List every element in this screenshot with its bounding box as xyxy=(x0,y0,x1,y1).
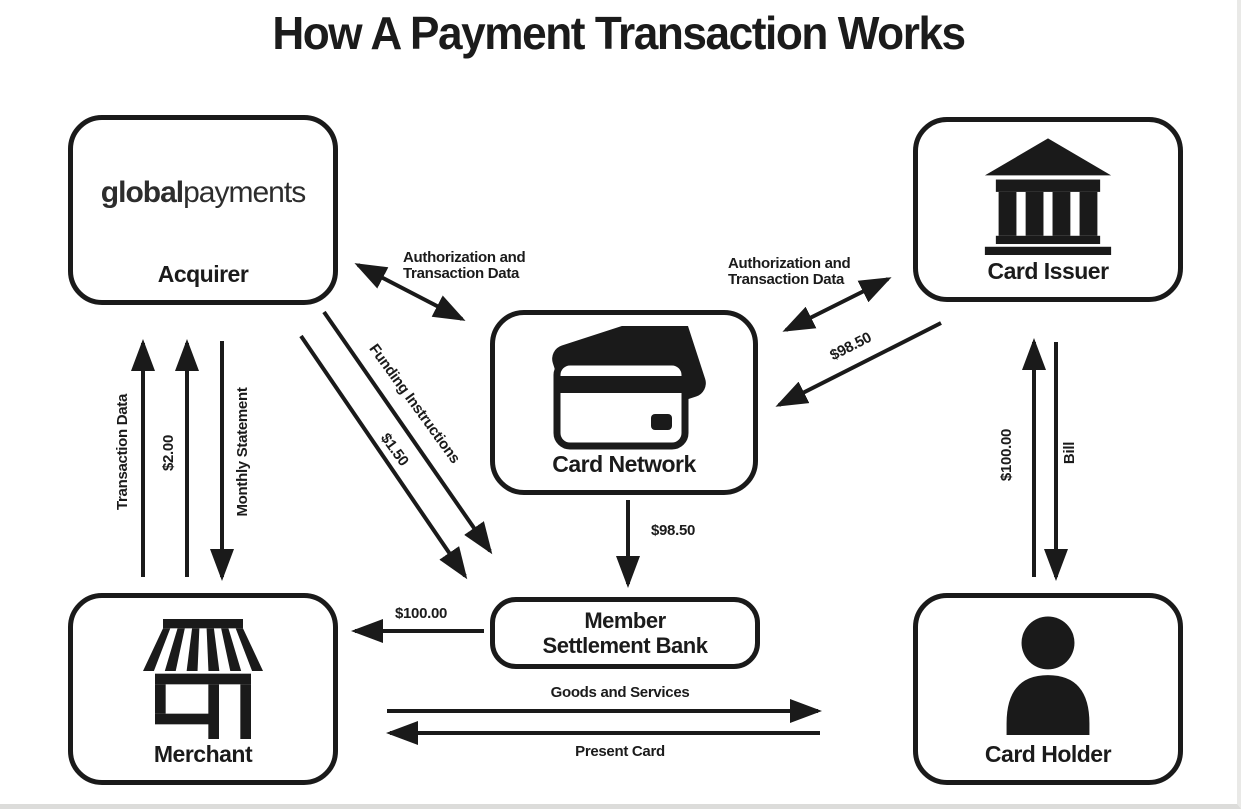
label-transaction-data: Transaction Data xyxy=(114,393,131,511)
acquirer-label: Acquirer xyxy=(157,261,249,287)
page-title: How A Payment Transaction Works xyxy=(272,7,966,59)
label-monthly-statement: Monthly Statement xyxy=(234,387,251,517)
label-holder-issuer-payment: $100.00 xyxy=(998,428,1015,482)
settlement-bank-line1: Member xyxy=(584,608,666,633)
logo-payments: payments xyxy=(183,176,306,209)
label-network-settlement-amount: $98.50 xyxy=(650,522,696,539)
settlement-bank-line2: Settlement Bank xyxy=(542,633,708,658)
settlement-bank-label: Member Settlement Bank xyxy=(543,608,708,658)
node-card-holder: Card Holder xyxy=(913,593,1183,785)
bank-icon xyxy=(984,137,1112,255)
credit-cards-icon xyxy=(552,325,706,449)
label-network-issuer-auth: Authorization and Transaction Data xyxy=(728,255,851,288)
storefront-icon xyxy=(143,619,263,739)
node-settlement-bank: Member Settlement Bank xyxy=(490,597,760,669)
label-fee-150: $1.50 xyxy=(376,430,412,470)
person-icon xyxy=(1006,616,1090,735)
label-funding-instructions: Funding Instructions xyxy=(365,340,464,467)
label-goods-and-services: Goods and Services xyxy=(550,684,690,701)
node-acquirer: globalpayments Acquirer xyxy=(68,115,338,305)
globalpayments-logo: globalpayments xyxy=(100,176,306,210)
node-card-network: Card Network xyxy=(490,310,758,495)
logo-global: global xyxy=(100,176,184,209)
card-network-label: Card Network xyxy=(552,451,696,477)
label-acquirer-network-auth: Authorization and Transaction Data xyxy=(403,249,526,282)
node-card-issuer: Card Issuer xyxy=(913,117,1183,302)
label-settlement-merchant-amount: $100.00 xyxy=(394,605,448,622)
label-present-card: Present Card xyxy=(575,743,665,760)
arrow-funding-instructions xyxy=(322,310,493,555)
card-holder-label: Card Holder xyxy=(984,741,1112,767)
node-merchant: Merchant xyxy=(68,593,338,785)
label-issuer-network-amount: $98.50 xyxy=(827,328,875,365)
label-fee-2: $2.00 xyxy=(160,434,177,472)
merchant-label: Merchant xyxy=(153,741,253,767)
card-issuer-label: Card Issuer xyxy=(987,258,1109,284)
label-bill: Bill xyxy=(1061,441,1078,465)
